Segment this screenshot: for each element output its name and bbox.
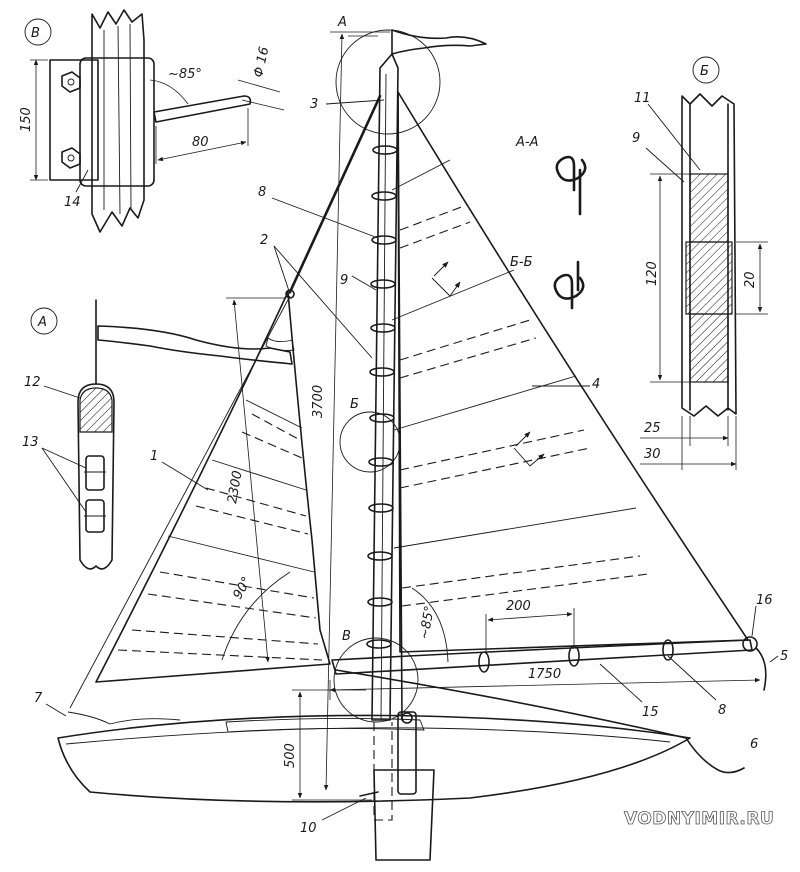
node-v-circle — [333, 637, 419, 723]
detail-b-marker-circle — [692, 56, 720, 84]
detail-a-part-fittings: 13 — [22, 435, 39, 450]
detail-v-marker: В — [31, 26, 40, 41]
cut-b-label: Б — [350, 397, 359, 412]
detail-v: В 150 ~85° Φ 16 80 14 — [19, 9, 285, 233]
right-sail-seams — [391, 159, 649, 607]
callout-rope: 6 — [750, 737, 758, 752]
node-v-label: В — [342, 629, 351, 644]
callout-clew: 16 — [756, 593, 773, 608]
mast-step-height: 500 — [283, 743, 298, 768]
boom-length: 1750 — [528, 667, 561, 682]
top-pennant — [391, 29, 487, 55]
callout-luff: 4 — [592, 377, 600, 392]
rudder-stock — [397, 711, 417, 795]
watermark: VODNYIMIR.RU — [624, 809, 774, 829]
detail-v-pin — [153, 95, 252, 123]
boom-angle-label: ~85° — [417, 605, 438, 641]
callout-hoops-boom: 8 — [718, 703, 726, 718]
callout-battens: 2 — [260, 233, 268, 248]
section-bb-label: Б-Б — [510, 255, 533, 270]
callout-hoops-mast: 8 — [258, 185, 266, 200]
right-sail — [397, 91, 749, 653]
main-sail-view: В Б 90° ~85° — [57, 15, 767, 861]
sheet-line — [755, 647, 767, 691]
rudder-blade — [373, 769, 435, 861]
callout-masthead: 3 — [310, 97, 318, 112]
detail-a-part-top: 12 — [24, 375, 41, 390]
sail-edge: 2300 — [225, 469, 246, 504]
detail-v-angle: ~85° — [168, 67, 202, 82]
detail-b-outer-width: 30 — [644, 447, 661, 462]
callouts: 1 2 3 4 5 6 7 8 8 9 10 15 16 — [34, 97, 788, 836]
detail-v-diameter: Φ 16 — [251, 45, 272, 78]
detail-b-height: 120 — [645, 261, 660, 286]
detail-v-mast — [91, 9, 145, 233]
detail-v-clamp-plate — [49, 59, 99, 181]
detail-b-gap: 20 — [743, 271, 758, 288]
detail-a-marker-circle — [30, 307, 58, 335]
detail-a-marker: А — [37, 315, 47, 330]
bolt-icon — [61, 147, 81, 169]
detail-b-insert-mid — [685, 241, 733, 315]
detail-b-marker: Б — [700, 64, 709, 79]
masthead-circle — [335, 29, 441, 135]
cut-a-label: А — [337, 15, 347, 30]
detail-b-insert-bot — [689, 313, 729, 383]
callout-step: 10 — [300, 821, 317, 836]
left-sail-seams — [117, 399, 323, 661]
callout-sheet: 5 — [780, 649, 788, 664]
callout-mast: 9 — [340, 273, 348, 288]
detail-b-part-top: 11 — [634, 91, 651, 106]
detail-b: Б 11 9 120 20 25 30 — [632, 56, 768, 470]
detail-b-insert-top — [689, 173, 729, 243]
hoop-spacing: 200 — [506, 599, 531, 614]
callout-bow: 7 — [34, 691, 43, 706]
detail-v-marker-circle — [24, 18, 52, 46]
mast — [371, 53, 399, 721]
detail-a: А 12 13 — [22, 299, 293, 570]
detail-v-length: 80 — [192, 135, 209, 150]
section-aa: А-А — [515, 135, 587, 216]
right-angle-label: 90° — [230, 575, 255, 602]
detail-a-mast-top — [77, 383, 115, 570]
bolt-icon — [61, 71, 81, 93]
hull — [57, 714, 691, 803]
callout-sail: 1 — [150, 449, 158, 464]
detail-b-inner-width: 25 — [644, 421, 661, 436]
detail-b-part-side: 9 — [632, 131, 640, 146]
detail-v-height: 150 — [19, 107, 34, 132]
section-bb: Б-Б — [510, 255, 585, 310]
detail-v-part: 14 — [64, 195, 81, 210]
section-aa-label: А-А — [515, 135, 538, 150]
detail-v-clamp-band — [79, 57, 155, 187]
shroud — [288, 94, 382, 294]
mast-hoops — [366, 145, 398, 649]
callout-boom: 15 — [642, 705, 659, 720]
left-sail — [95, 291, 331, 683]
detail-b-tube — [681, 93, 737, 417]
mast-height: 3700 — [311, 385, 326, 418]
